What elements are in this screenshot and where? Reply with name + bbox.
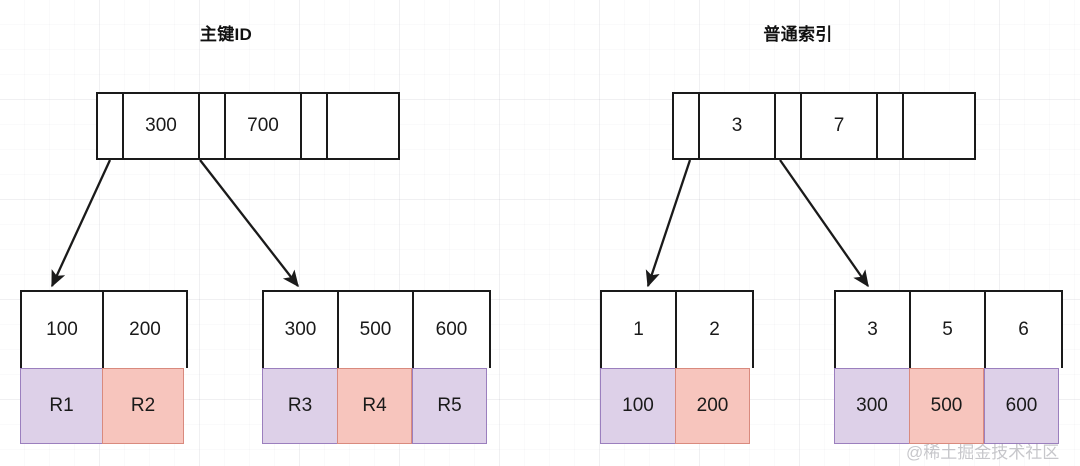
root-primary-key-700: 700: [226, 94, 302, 158]
leaf-node-primary-right: 300 500 600 R3 R4 R5: [262, 290, 491, 444]
leaf-primary-right-key-2: 600: [414, 292, 489, 368]
leaf-primary-left-key-row: 100 200: [20, 290, 188, 368]
leaf-primary-right-key-0: 300: [264, 292, 339, 368]
leaf-primary-right-key-row: 300 500 600: [262, 290, 491, 368]
title-primary-index: 主键ID: [199, 25, 253, 44]
root-secondary-pointer-2[interactable]: [878, 94, 904, 158]
root-secondary-pointer-1[interactable]: [776, 94, 802, 158]
arrow-primary-left: [50, 159, 112, 288]
leaf-primary-left-key-1: 200: [104, 292, 186, 368]
leaf-secondary-right-value-1: 500: [909, 368, 984, 444]
root-secondary-pointer-0[interactable]: [674, 94, 700, 158]
leaf-primary-right-value-1: R4: [337, 368, 412, 444]
leaf-secondary-left-value-0: 100: [600, 368, 675, 444]
leaf-secondary-left-value-1: 200: [675, 368, 750, 444]
root-primary-pointer-1[interactable]: [200, 94, 226, 158]
leaf-primary-right-value-2: R5: [412, 368, 487, 444]
watermark-text: @稀土掘金技术社区: [906, 443, 1060, 462]
root-secondary-key-7: 7: [802, 94, 878, 158]
leaf-secondary-right-key-0: 3: [836, 292, 911, 368]
leaf-secondary-left-key-1: 2: [677, 292, 752, 368]
leaf-secondary-right-value-row: 300 500 600: [834, 368, 1063, 444]
title-secondary-index: 普通索引: [763, 25, 833, 44]
root-primary-pointer-2[interactable]: [302, 94, 328, 158]
leaf-secondary-right-value-0: 300: [834, 368, 909, 444]
arrow-primary-right: [199, 159, 299, 288]
arrow-secondary-right: [779, 159, 869, 288]
root-primary-empty-cell: [328, 94, 398, 158]
root-primary-pointer-0[interactable]: [98, 94, 124, 158]
leaf-primary-right-key-1: 500: [339, 292, 414, 368]
root-node-primary: 300 700: [96, 92, 400, 160]
arrow-secondary-left: [645, 159, 692, 288]
leaf-secondary-left-key-0: 1: [602, 292, 677, 368]
leaf-primary-left-value-0: R1: [20, 368, 102, 444]
leaf-primary-left-value-1: R2: [102, 368, 184, 444]
leaf-primary-right-value-row: R3 R4 R5: [262, 368, 491, 444]
leaf-node-primary-left: 100 200 R1 R2: [20, 290, 188, 444]
leaf-secondary-right-key-row: 3 5 6: [834, 290, 1063, 368]
leaf-secondary-left-key-row: 1 2: [600, 290, 754, 368]
leaf-primary-right-value-0: R3: [262, 368, 337, 444]
root-primary-key-300: 300: [124, 94, 200, 158]
leaf-primary-left-key-0: 100: [22, 292, 104, 368]
leaf-secondary-left-value-row: 100 200: [600, 368, 754, 444]
root-secondary-key-3: 3: [700, 94, 776, 158]
leaf-node-secondary-right: 3 5 6 300 500 600: [834, 290, 1063, 444]
root-secondary-empty-cell: [904, 94, 974, 158]
leaf-secondary-right-value-2: 600: [984, 368, 1059, 444]
leaf-secondary-right-key-2: 6: [986, 292, 1061, 368]
root-node-secondary: 3 7: [672, 92, 976, 160]
leaf-primary-left-value-row: R1 R2: [20, 368, 188, 444]
leaf-secondary-right-key-1: 5: [911, 292, 986, 368]
leaf-node-secondary-left: 1 2 100 200: [600, 290, 754, 444]
